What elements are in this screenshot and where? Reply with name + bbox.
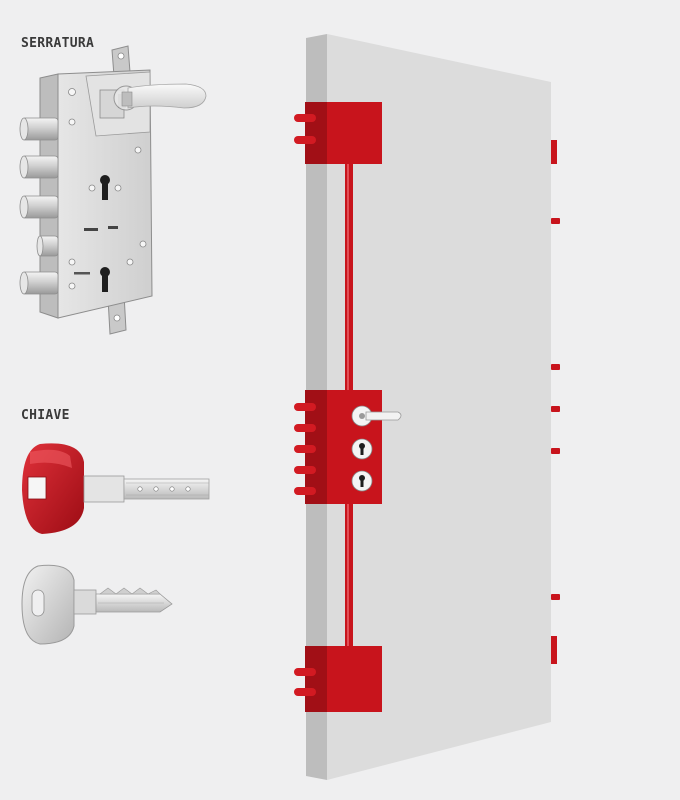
silver-key-icon <box>21 564 173 645</box>
keyhole-icon <box>100 175 110 200</box>
bolt-icon <box>19 155 59 179</box>
keyhole-icon <box>351 438 373 460</box>
bolt-icon <box>19 117 59 141</box>
lever-handle-icon <box>113 83 207 111</box>
red-security-key-icon <box>22 443 210 534</box>
center-lock-box <box>294 390 402 504</box>
bottom-lock-box <box>294 646 382 712</box>
locking-rod-icon <box>345 160 353 648</box>
lock-section-label: SERRATURA <box>21 36 95 51</box>
top-lock-box <box>294 102 382 164</box>
bolt-icon <box>19 195 59 219</box>
keyhole-icon <box>100 267 110 292</box>
keyhole-icon <box>351 470 373 492</box>
bolt-icon <box>36 235 59 257</box>
key-section-label: CHIAVE <box>21 408 70 423</box>
bolt-icon <box>19 271 59 295</box>
